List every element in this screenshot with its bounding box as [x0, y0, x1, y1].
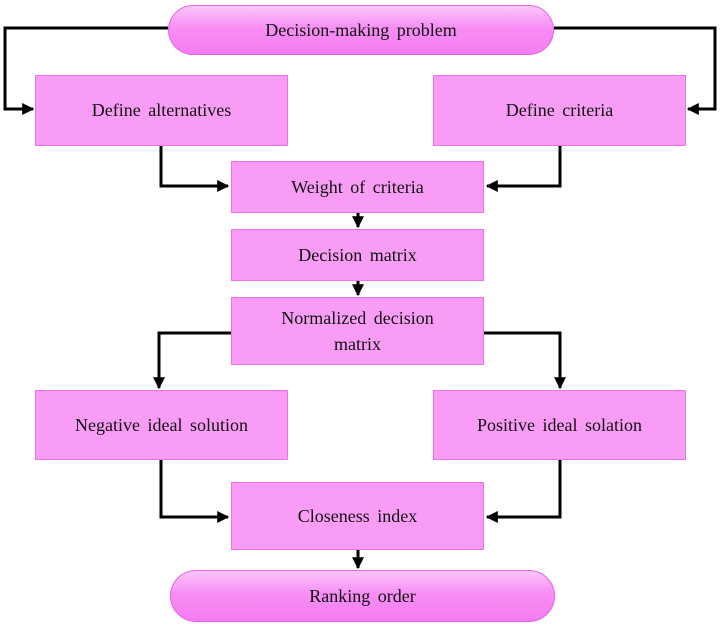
arrow-criteria-to-weight [485, 146, 562, 192]
define-alternatives-label: Define alternatives [91, 100, 232, 121]
decision-making-problem-node: Decision-making problem [168, 5, 554, 55]
negative-ideal-solution-node: Negative ideal solution [35, 390, 288, 460]
negative-ideal-solution-label: Negative ideal solution [75, 414, 248, 435]
arrow-normalized-to-negative [153, 331, 231, 390]
closeness-index-label: Closeness index [297, 505, 418, 526]
decision-matrix-node: Decision matrix [231, 229, 484, 281]
ranking-order-node: Ranking order [170, 570, 555, 622]
define-alternatives-node: Define alternatives [35, 75, 288, 146]
weight-of-criteria-label: Weight of criteria [291, 176, 424, 197]
arrow-problem-to-alternatives [3, 26, 168, 115]
normalized-decision-matrix-label: Normalized decision matrix [281, 307, 434, 354]
define-criteria-label: Define criteria [505, 100, 614, 121]
normalized-decision-matrix-node: Normalized decision matrix [231, 297, 484, 365]
define-criteria-node: Define criteria [433, 75, 686, 146]
positive-ideal-solation-node: Positive ideal solation [433, 390, 686, 460]
closeness-index-node: Closeness index [231, 482, 484, 550]
arrow-alternatives-to-weight [159, 146, 230, 192]
weight-of-criteria-node: Weight of criteria [231, 161, 484, 213]
decision-making-problem-label: Decision-making problem [265, 19, 457, 40]
positive-ideal-solation-label: Positive ideal solation [477, 414, 642, 435]
arrow-positive-to-closeness [485, 460, 562, 523]
arrow-problem-to-criteria [554, 26, 717, 115]
ranking-order-label: Ranking order [309, 585, 416, 606]
decision-matrix-label: Decision matrix [298, 244, 417, 265]
arrow-negative-to-closeness [159, 460, 230, 523]
arrow-normalized-to-positive [484, 331, 566, 390]
